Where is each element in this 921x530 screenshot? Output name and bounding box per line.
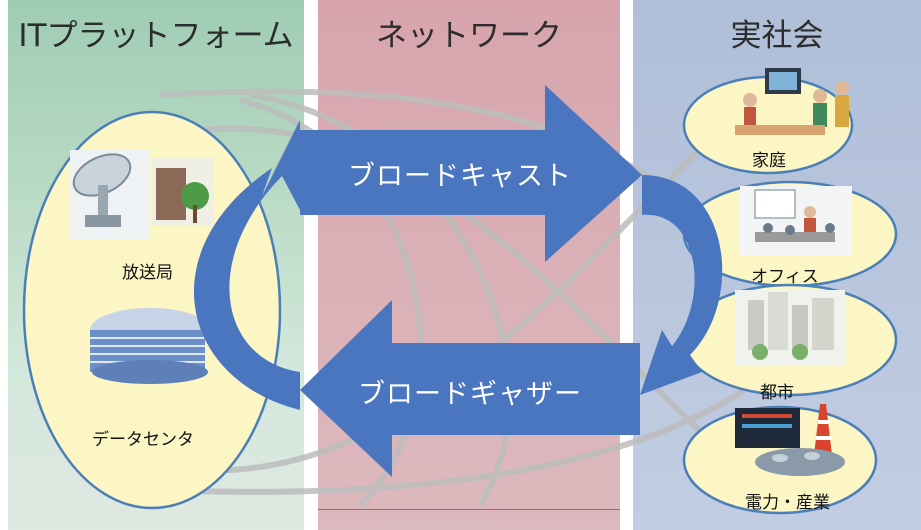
city-label: 都市: [760, 383, 794, 403]
broadcast-label: ブロードキャスト: [348, 161, 572, 192]
family-icon: [735, 68, 849, 135]
city-buildings-icon: [735, 290, 845, 365]
right-loop-arrow: [640, 175, 723, 395]
broadgather-arrow: [300, 300, 640, 477]
power-plant-icon: [735, 404, 845, 476]
data-center-label: データセンタ: [92, 430, 194, 450]
data-center-building-icon: [90, 308, 210, 384]
it-platform-title: ITプラットフォーム: [18, 18, 294, 54]
network-title: ネットワーク: [376, 18, 562, 54]
satellite-dish-icon: [70, 150, 150, 240]
power-industry-label: 電力・産業: [745, 493, 830, 513]
broadgather-label: ブロードギャザー: [358, 379, 582, 410]
home-label: 家庭: [752, 151, 786, 171]
broadcast-station-label: 放送局: [122, 263, 173, 283]
network-baseline: [318, 509, 620, 510]
real-society-title: 実社会: [730, 18, 824, 54]
building-icon: [152, 158, 214, 226]
office-label: オフィス: [751, 267, 819, 287]
connection-curve: [199, 125, 743, 473]
broadcast-arrow: [300, 85, 642, 262]
office-meeting-icon: [740, 186, 852, 256]
connection-curve: [249, 92, 512, 507]
left-loop-arrow: [193, 120, 300, 410]
